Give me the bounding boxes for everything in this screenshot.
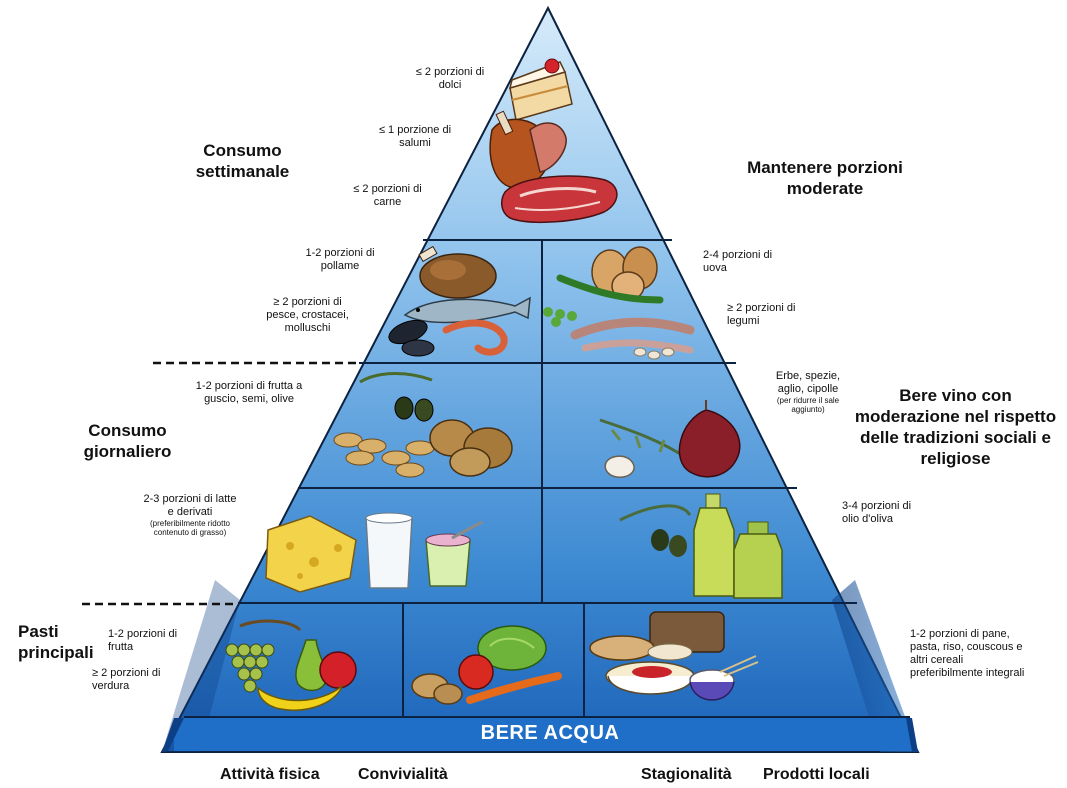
label-latte-text: 2-3 porzioni di latte e derivati — [143, 493, 237, 518]
label-uova: 2-4 porzioni di uova — [703, 249, 773, 274]
walnuts-icon — [429, 419, 513, 477]
olives-icon — [359, 372, 434, 422]
label-erbe-note: (per ridurre il sale aggiunto) — [776, 396, 840, 414]
pear-icon — [295, 639, 327, 692]
mussels-icon — [388, 319, 435, 357]
label-erbe-text: Erbe, spezie, aglio, cipolle — [775, 370, 841, 395]
bottom-stagionalita: Stagionalità — [641, 766, 732, 783]
heading-consumo-settimanale: Consumo settimanale — [195, 141, 290, 181]
ham-icon — [489, 110, 567, 189]
peanuts-icon — [333, 432, 435, 478]
onion-icon — [678, 400, 741, 478]
pasta-bowl-icon — [605, 661, 695, 695]
eggs-icon — [591, 246, 658, 301]
label-legumi: ≥ 2 porzioni di legumi — [727, 302, 796, 327]
potato-icon — [411, 673, 463, 705]
lettuce-icon — [477, 625, 547, 671]
garlic-icon — [604, 455, 635, 478]
label-pesce: ≥ 2 porzioni di pesce, crostacei, mollus… — [266, 296, 349, 334]
cake-icon — [508, 58, 573, 121]
grapes-icon — [225, 619, 302, 693]
label-salumi: ≤ 1 porzione di salumi — [378, 124, 452, 149]
heading-pasti-principali: Pasti principali — [18, 622, 94, 662]
water-band-label: BERE ACQUA — [480, 722, 620, 744]
bottom-attivita-fisica: Attività fisica — [220, 766, 320, 783]
cheese-icon — [265, 515, 357, 593]
label-frutta: 1-2 porzioni di frutta — [108, 628, 178, 653]
label-verdura: ≥ 2 porzioni di verdura — [92, 667, 161, 692]
steak-icon — [500, 175, 618, 223]
label-pollame: 1-2 porzioni di pollame — [305, 247, 375, 272]
bottom-convivialita: Convivialità — [358, 766, 448, 783]
label-cereali: 1-2 porzioni di pane, pasta, riso, cousc… — [910, 628, 1025, 679]
pyramid-side-facet — [832, 580, 918, 752]
heading-consumo-giornaliero: Consumo giornaliero — [83, 421, 172, 461]
label-latte-note: (preferibilmente ridotto contenuto di gr… — [149, 519, 231, 537]
yogurt-icon — [425, 520, 483, 587]
label-frutta-guscio: 1-2 porzioni di frutta a guscio, semi, o… — [195, 380, 303, 405]
label-latte: 2-3 porzioni di latte e derivati (prefer… — [140, 493, 240, 537]
label-olio: 3-4 porzioni di olio d'oliva — [842, 500, 912, 525]
tomato-icon — [458, 654, 494, 690]
label-dolci: ≤ 2 porzioni di dolci — [415, 66, 485, 91]
olive-oil-bottle-icon — [619, 493, 783, 599]
chicken-icon — [418, 245, 497, 299]
water-band — [174, 718, 912, 751]
heading-bere-vino: Bere vino con moderazione nel rispetto d… — [854, 386, 1057, 468]
bread-icon — [589, 611, 725, 661]
heading-mantenere-porzioni: Mantenere porzioni moderate — [747, 158, 903, 198]
tier-dividers — [184, 239, 910, 718]
label-erbe: Erbe, spezie, aglio, cipolle (per ridurr… — [767, 370, 849, 414]
legumes-icon — [543, 274, 695, 360]
milk-glass-icon — [365, 512, 413, 589]
fish-icon — [403, 296, 531, 324]
apple-icon — [319, 651, 357, 689]
label-carne: ≤ 2 porzioni di carne — [353, 183, 422, 208]
carrot-icon — [466, 672, 562, 704]
pyramid-left-facet — [162, 580, 240, 752]
rice-bowl-icon — [689, 655, 759, 701]
bottom-prodotti-locali: Prodotti locali — [763, 766, 870, 783]
banana-icon — [257, 683, 344, 711]
shrimp-icon — [442, 319, 508, 356]
